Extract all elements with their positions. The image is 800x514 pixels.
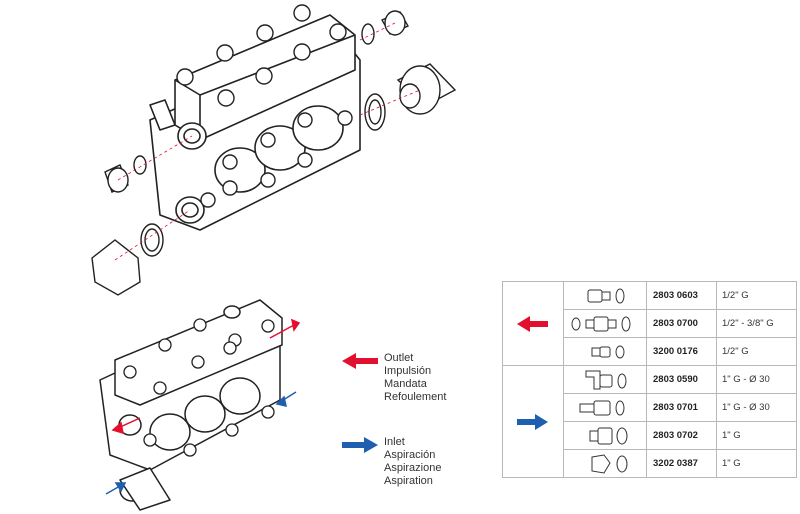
- elbow-hose-fitting-icon: [563, 365, 647, 394]
- fitting-nipple-icon: [563, 421, 647, 450]
- table-row: 2803 0702 1" G: [503, 421, 797, 450]
- part-code: 2803 0590: [646, 365, 717, 394]
- part-code: 2803 0701: [646, 393, 717, 422]
- fitting-plug-icon: [563, 281, 647, 310]
- fitting-adapter-icon: [563, 309, 647, 338]
- legend-inlet-line: Aspirazione: [384, 462, 442, 474]
- part-code: 2803 0700: [646, 309, 717, 338]
- outlet-arrow-icon: [342, 353, 378, 369]
- part-code: 3202 0387: [646, 449, 717, 478]
- part-desc: 1" G - Ø 30: [716, 393, 797, 422]
- part-desc: 1/2" G: [716, 337, 797, 366]
- legend-inlet-line: Aspiración: [384, 449, 436, 461]
- table-row: 3200 0176 1/2" G: [503, 337, 797, 366]
- table-row: 2803 0700 1/2" - 3/8" G: [503, 309, 797, 338]
- parts-table: 2803 0603 1/2" G 2803 0700 1/2" - 3/8" G…: [502, 281, 797, 478]
- inlet-group-cell: [502, 365, 564, 478]
- cap-icon: [563, 449, 647, 478]
- part-desc: 1" G: [716, 421, 797, 450]
- outlet-arrow-icon: [517, 315, 548, 332]
- part-desc: 1" G: [716, 449, 797, 478]
- legend-outlet-line: Refoulement: [384, 391, 447, 403]
- table-row: 2803 0701 1" G - Ø 30: [503, 393, 797, 422]
- table-row: 2803 0590 1" G - Ø 30: [502, 365, 797, 478]
- legend-inlet: Inlet Aspiración Aspirazione Aspiration: [340, 436, 480, 488]
- table-row: 3202 0387 1" G: [503, 449, 797, 478]
- part-code: 3200 0176: [646, 337, 717, 366]
- legend-outlet-line: Mandata: [384, 378, 427, 390]
- legend-outlet-line: Outlet: [384, 352, 414, 364]
- part-code: 2803 0603: [646, 281, 717, 310]
- part-code: 2803 0702: [646, 421, 717, 450]
- part-desc: 1/2" - 3/8" G: [716, 309, 797, 338]
- fitting-small-plug-icon: [563, 337, 647, 366]
- inlet-arrow-icon: [342, 437, 378, 453]
- legend-outlet: Outlet Impulsión Mandata Refoulement: [340, 352, 480, 404]
- outlet-group-cell: [502, 281, 564, 366]
- part-desc: 1/2" G: [716, 281, 797, 310]
- legend-outlet-line: Impulsión: [384, 365, 432, 377]
- legend-inlet-line: Aspiration: [384, 475, 433, 487]
- part-desc: 1" G - Ø 30: [716, 365, 797, 394]
- legend-inlet-line: Inlet: [384, 436, 405, 448]
- table-row: 2803 0603 1/2" G: [502, 281, 797, 366]
- inlet-arrow-icon: [517, 413, 548, 430]
- straight-hose-fitting-icon: [563, 393, 647, 422]
